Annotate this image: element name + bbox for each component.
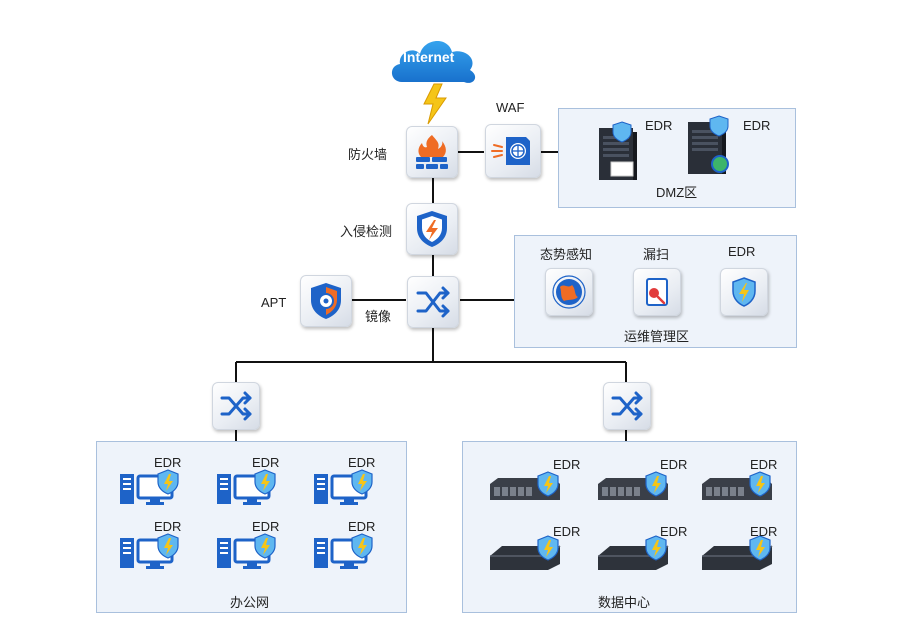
- apt-label: APT: [261, 295, 287, 310]
- office-edr-label: EDR: [252, 519, 280, 534]
- office-zone-label: 办公网: [230, 595, 270, 610]
- rack-server[interactable]: [596, 471, 674, 517]
- situation-device[interactable]: [545, 268, 593, 316]
- switch-icon: [220, 391, 252, 421]
- rack-server[interactable]: [488, 471, 566, 517]
- ids-label: 入侵检测: [340, 224, 393, 239]
- scan-label: 漏扫: [643, 247, 670, 262]
- apt-device[interactable]: [300, 275, 352, 327]
- office-edr-label: EDR: [154, 519, 182, 534]
- dmz-zone: [558, 108, 796, 208]
- mirror-label: 镜像: [365, 309, 392, 324]
- datacenter-edr-label: EDR: [553, 524, 581, 539]
- blade-server-icon: [490, 535, 561, 570]
- rack-server[interactable]: [700, 471, 778, 517]
- blade-server[interactable]: [700, 535, 778, 581]
- datacenter-zone-label: 数据中心: [598, 595, 651, 610]
- rack-server-icon: [598, 471, 668, 500]
- desktop-pc-icon: [120, 533, 179, 569]
- desktop-pc-icon: [217, 533, 276, 569]
- desktop-pc-icon: [314, 469, 373, 505]
- waf-icon: [491, 137, 530, 165]
- desktop-pc-icon: [217, 469, 276, 505]
- switch-icon: [611, 391, 643, 421]
- rack-server-icon: [490, 471, 560, 500]
- waf-label: WAF: [496, 100, 525, 115]
- waf-device[interactable]: [485, 124, 541, 178]
- office-edr-label: EDR: [154, 455, 182, 470]
- office-pc[interactable]: [312, 533, 378, 579]
- scanner-icon: [646, 278, 668, 306]
- dmz-edr-1: EDR: [645, 118, 673, 133]
- dc-switch-device[interactable]: [603, 382, 651, 430]
- office-pc[interactable]: [215, 533, 281, 579]
- server-tower-icon: [599, 121, 637, 180]
- firewall-device[interactable]: [406, 126, 458, 178]
- desktop-pc-icon: [120, 469, 179, 505]
- office-edr-label: EDR: [348, 455, 376, 470]
- datacenter-edr-label: EDR: [553, 457, 581, 472]
- firewall-icon: [416, 135, 448, 169]
- office-edr-label: EDR: [348, 519, 376, 534]
- ids-shield-icon: [417, 211, 447, 247]
- internet-label: Internet: [403, 49, 455, 65]
- blade-server[interactable]: [596, 535, 674, 581]
- office-pc[interactable]: [118, 533, 184, 579]
- datacenter-zone: [462, 441, 797, 613]
- blade-server-icon: [702, 535, 773, 570]
- office-switch-device[interactable]: [212, 382, 260, 430]
- situation-label: 态势感知: [540, 247, 593, 262]
- dmz-edr-2: EDR: [743, 118, 771, 133]
- ops-zone-label: 运维管理区: [624, 329, 690, 344]
- cloud-icon: [391, 40, 476, 83]
- switch-icon: [416, 286, 450, 318]
- lightning-icon: [423, 83, 447, 125]
- ops-edr-device[interactable]: [720, 268, 768, 316]
- office-pc[interactable]: [215, 469, 281, 515]
- datacenter-edr-label: EDR: [660, 524, 688, 539]
- blade-server-icon: [598, 535, 669, 570]
- firewall-label: 防火墙: [348, 147, 388, 162]
- office-pc[interactable]: [118, 469, 184, 515]
- office-edr-label: EDR: [252, 455, 280, 470]
- rack-server-icon: [702, 471, 772, 500]
- ids-device[interactable]: [406, 203, 458, 255]
- datacenter-edr-label: EDR: [750, 457, 778, 472]
- office-pc[interactable]: [312, 469, 378, 515]
- radar-globe-icon: [552, 275, 586, 309]
- dmz-label: DMZ区: [656, 185, 698, 200]
- office-zone: [96, 441, 407, 613]
- blade-server[interactable]: [488, 535, 566, 581]
- edr-shield-icon: [732, 277, 756, 307]
- apt-shield-icon: [311, 283, 341, 319]
- internet-cloud: Internet: [388, 30, 480, 86]
- datacenter-edr-label: EDR: [660, 457, 688, 472]
- core-switch-device[interactable]: [407, 276, 459, 328]
- desktop-pc-icon: [314, 533, 373, 569]
- server-tower-globe-icon: [688, 115, 729, 174]
- ops-edr-label: EDR: [728, 244, 756, 259]
- datacenter-edr-label: EDR: [750, 524, 778, 539]
- scan-device[interactable]: [633, 268, 681, 316]
